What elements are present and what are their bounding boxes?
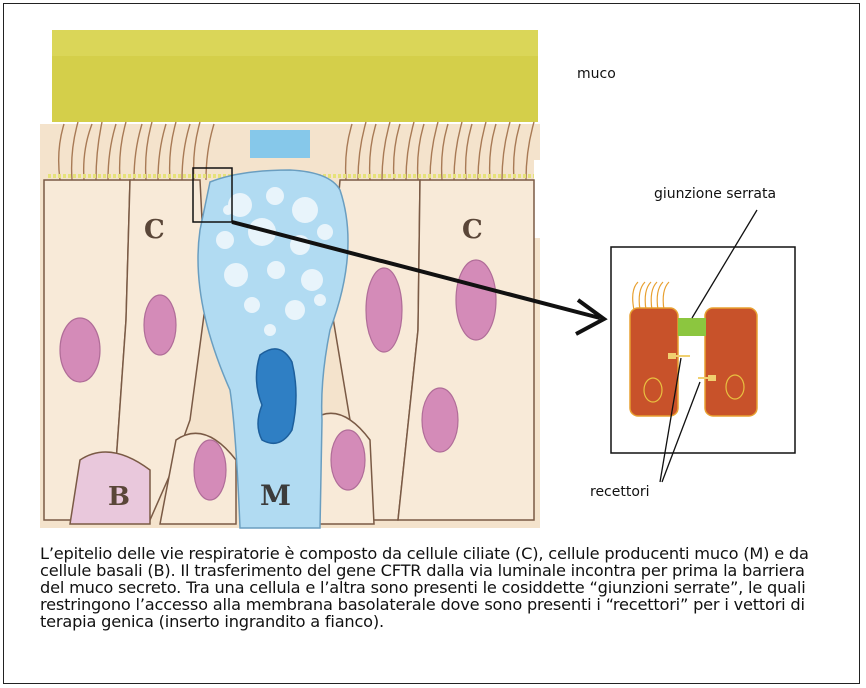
caption-text: L’epitelio delle vie respiratorie è comp…: [40, 545, 830, 630]
letter-m: M: [260, 479, 291, 512]
goblet-nucleus: [256, 349, 296, 443]
inset-tight-junction: [678, 318, 706, 336]
figure-caption: L’epitelio delle vie respiratorie è comp…: [40, 545, 830, 630]
letter-b: B: [108, 482, 130, 512]
inset-cell-right: [705, 308, 757, 416]
label-receptors: recettori: [590, 484, 650, 500]
letter-c-right: C: [462, 215, 483, 245]
label-tight-junction: giunzione serrata: [654, 186, 776, 202]
inset-cell-left: [630, 308, 678, 416]
letter-c-left: C: [144, 215, 165, 245]
label-mucus: muco: [577, 66, 616, 82]
